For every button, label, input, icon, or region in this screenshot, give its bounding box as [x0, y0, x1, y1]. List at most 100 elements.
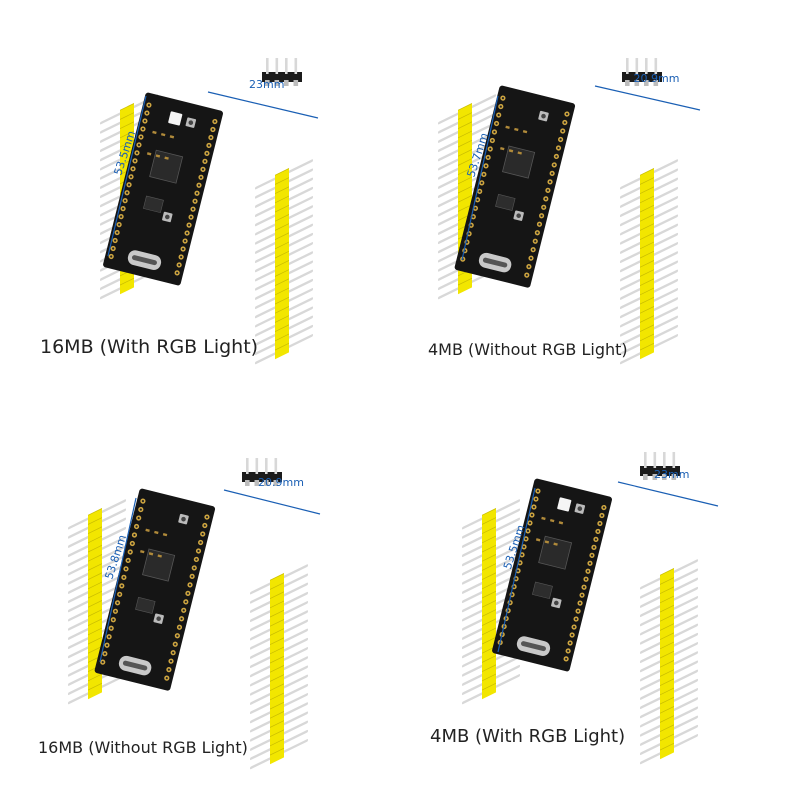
pin-hole	[474, 207, 477, 210]
flash-chip	[142, 195, 164, 214]
usb-c-port	[482, 257, 508, 268]
header-divider	[275, 269, 289, 277]
header-divider	[458, 139, 472, 148]
smd-component	[140, 549, 145, 554]
reset-button	[554, 600, 559, 606]
debug-header-pin	[293, 80, 299, 86]
right-pin-header	[250, 564, 308, 770]
pin-hole	[567, 649, 570, 653]
pin-hole	[112, 618, 115, 621]
header-divider	[640, 269, 654, 277]
pin-hole	[499, 105, 502, 108]
pin-hole	[120, 215, 123, 218]
pin-hole	[586, 570, 590, 573]
product-caption: 4MB (With RGB Light)	[430, 726, 626, 747]
pcb-board	[492, 478, 612, 672]
pin-hole	[143, 119, 147, 123]
header-divider	[458, 167, 472, 176]
pin-hole	[112, 247, 115, 250]
smd-component	[154, 530, 159, 535]
pin-hole	[182, 247, 185, 251]
header-divider	[88, 572, 102, 581]
pin-hole	[185, 231, 189, 235]
pin-hole	[131, 167, 135, 170]
debug-header-pin	[644, 80, 649, 86]
debug-header-pin	[294, 58, 298, 74]
header-divider	[482, 535, 496, 544]
flash-chip	[531, 581, 553, 600]
pin-hole	[191, 575, 194, 578]
header-divider	[275, 296, 289, 305]
pin-hole	[525, 274, 528, 277]
debug-header-pin	[285, 58, 288, 74]
header-divider	[275, 306, 289, 314]
pcb-board	[103, 92, 223, 286]
pin-hole	[197, 184, 201, 187]
header-divider	[458, 103, 472, 111]
width-dimension-line	[617, 481, 719, 507]
header-divider	[640, 333, 654, 342]
smd-component	[500, 146, 505, 151]
header-divider	[458, 195, 472, 203]
header-divider	[88, 600, 102, 608]
pin-hole	[592, 546, 596, 549]
pin-hole	[482, 173, 485, 176]
pin-hole	[137, 143, 141, 147]
pin-hole	[207, 144, 211, 147]
header-divider	[275, 168, 289, 176]
header-divider	[88, 646, 102, 654]
pin-hole	[139, 135, 143, 139]
pin-hole	[532, 505, 536, 509]
pin-hole	[530, 513, 534, 517]
pin-hole	[145, 111, 149, 115]
header-divider	[640, 186, 654, 195]
header-divider	[660, 678, 674, 687]
smd-component	[162, 532, 168, 537]
header-divider	[275, 214, 289, 222]
reset-button	[156, 616, 161, 622]
header-divider	[660, 696, 674, 705]
pin-hole	[569, 641, 572, 645]
pin-hole	[213, 120, 216, 123]
pcb-board	[94, 488, 216, 691]
pin-hole	[172, 651, 175, 654]
header-divider	[640, 223, 654, 231]
header-divider	[640, 232, 654, 241]
pin-hole	[516, 569, 520, 572]
smd-component	[148, 552, 154, 556]
pin-hole	[534, 240, 537, 243]
header-divider	[660, 641, 674, 650]
pin-hole	[536, 231, 539, 234]
pin-hole	[141, 127, 145, 131]
header-divider	[275, 232, 289, 241]
header-divider	[88, 535, 102, 544]
header-divider	[120, 121, 134, 130]
header-divider	[458, 185, 472, 194]
rgb-led	[557, 497, 572, 512]
length-dimension-line	[461, 95, 499, 261]
header-divider	[660, 577, 674, 585]
header-divider	[270, 701, 284, 710]
pin-hole	[116, 231, 119, 234]
header-divider	[482, 590, 496, 599]
debug-header-pin	[246, 458, 249, 474]
pin-hole	[205, 152, 209, 155]
right-pin-header	[620, 159, 678, 365]
debug-header-pin	[274, 80, 280, 86]
pin-hole	[588, 562, 592, 565]
header-divider	[660, 724, 674, 733]
pin-hole	[193, 566, 196, 570]
pin-hole	[137, 516, 140, 520]
pin-hole	[180, 617, 183, 620]
header-divider	[482, 600, 496, 608]
debug-header-pin	[643, 474, 648, 480]
pin-hole	[476, 198, 479, 201]
header-divider	[88, 581, 102, 590]
pin-hole	[491, 139, 494, 142]
pin-hole	[512, 585, 516, 588]
header-divider	[88, 627, 102, 636]
header-divider	[482, 517, 496, 525]
header-divider	[270, 646, 284, 655]
